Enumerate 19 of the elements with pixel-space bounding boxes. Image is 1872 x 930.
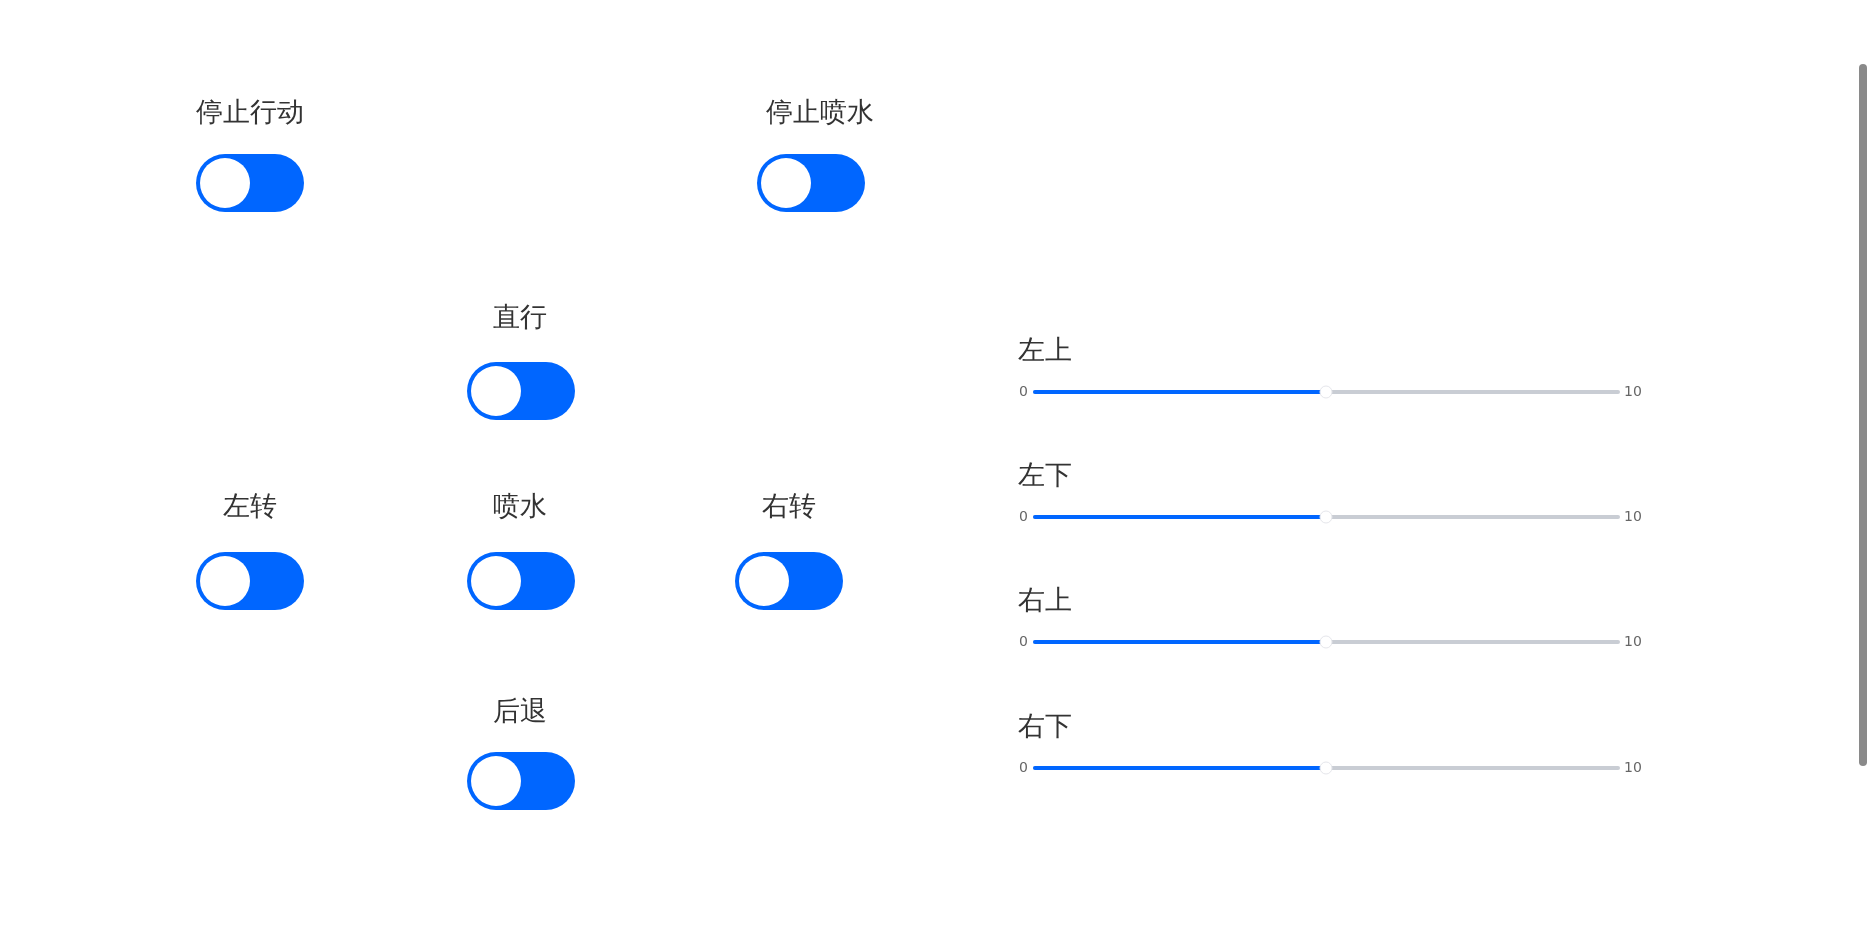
slider-label: 左上	[1018, 336, 1072, 363]
min-value: 0	[1019, 509, 1028, 523]
switch-label: 停止行动	[196, 98, 304, 125]
max-value: 10	[1624, 634, 1642, 648]
switch-label: 停止喷水	[766, 98, 874, 125]
slider-label: 右下	[1018, 712, 1072, 739]
max-value: 10	[1624, 384, 1642, 398]
min-value: 0	[1019, 760, 1028, 774]
max-value: 10	[1624, 509, 1642, 523]
switch-label: 左转	[223, 492, 277, 519]
switch-label: 喷水	[493, 492, 547, 519]
min-value: 0	[1019, 634, 1028, 648]
max-value: 10	[1624, 760, 1642, 774]
slider-label: 右上	[1018, 586, 1072, 613]
switch-label: 右转	[762, 492, 816, 519]
switch-label: 后退	[493, 697, 547, 724]
min-value: 0	[1019, 384, 1028, 398]
slider-label: 左下	[1018, 461, 1072, 488]
switch-label: 直行	[493, 303, 547, 330]
